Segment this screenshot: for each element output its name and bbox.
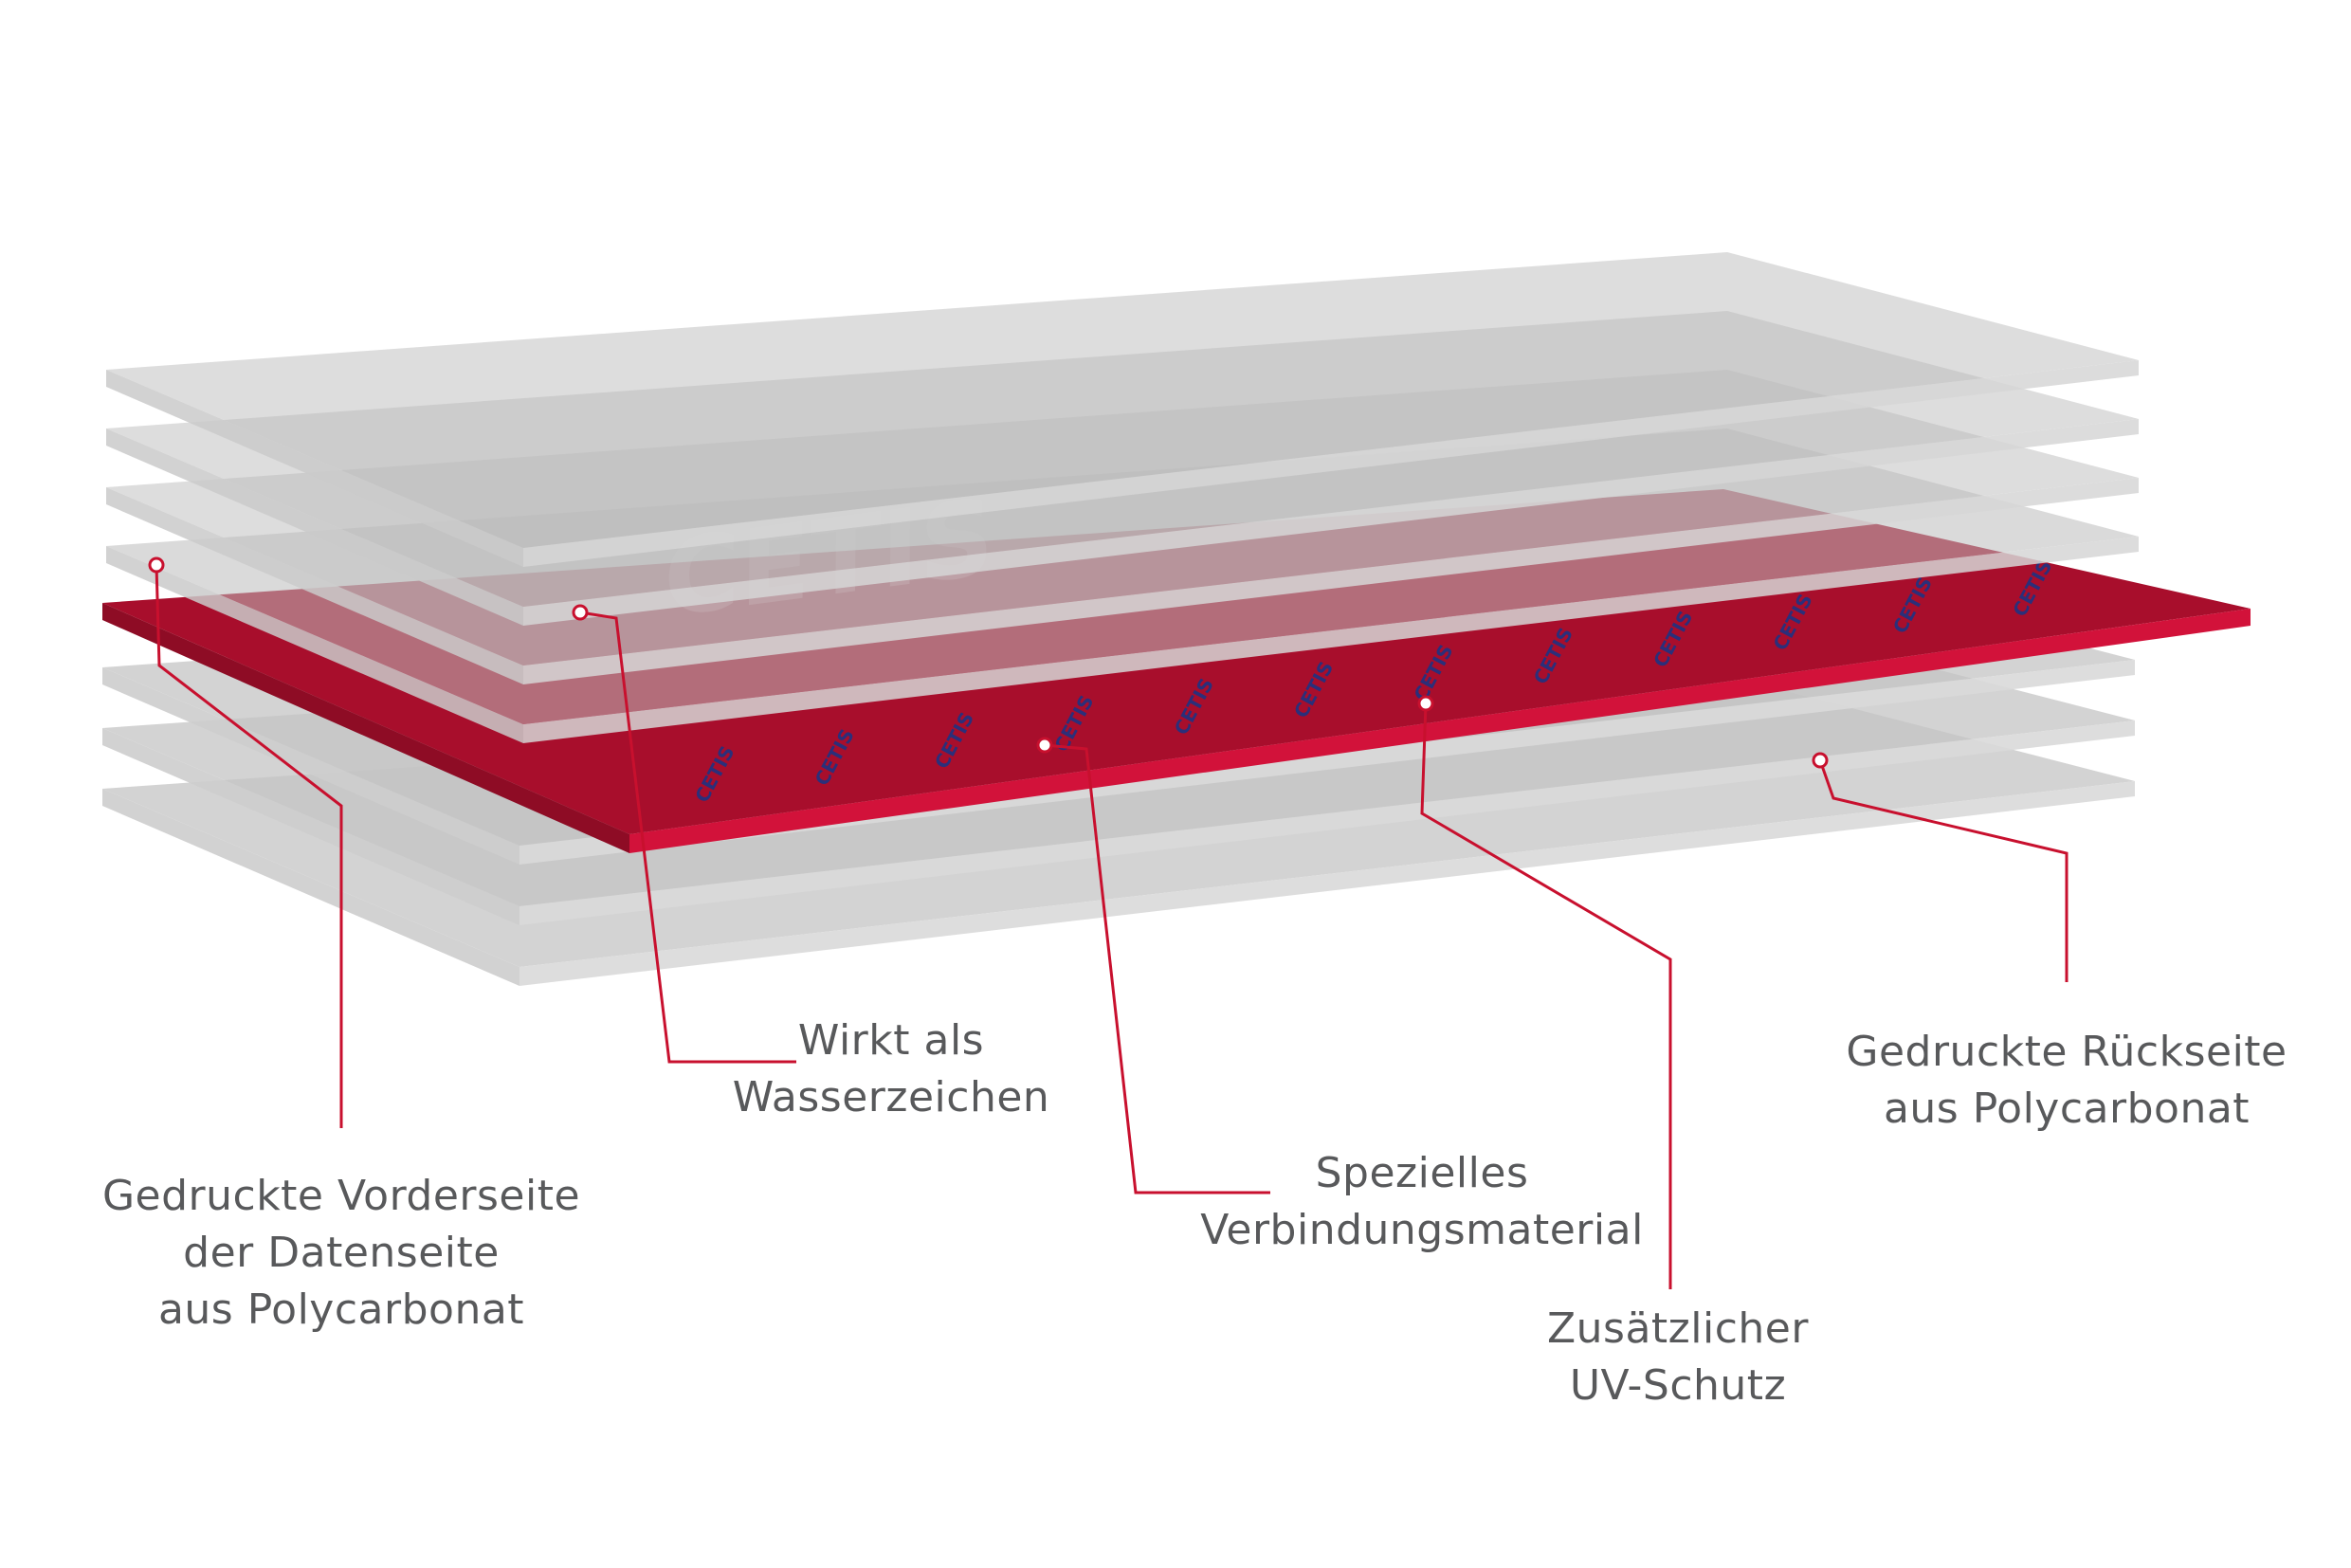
label-back-line-1: Gedruckte Rückseite [1846,1028,2287,1076]
label-bonding-line-1: Spezielles [1315,1149,1529,1197]
leader-lines [148,556,2069,1289]
top-layers: CETIS [106,252,2139,743]
leader-back [1812,752,2069,982]
label-watermark-line-2: Wasserzeichen [732,1073,1050,1121]
label-front-line-3: aus Polycarbonat [157,1285,525,1334]
label-uv-line-1: Zusätzlicher [1547,1304,1809,1353]
label-printed-front: Gedruckte Vorderseite der Datenseite aus… [85,1168,597,1339]
leader-bonding [1036,737,1270,1194]
label-front-line-2: der Datenseite [183,1229,500,1277]
label-front-line-1: Gedruckte Vorderseite [101,1172,581,1220]
label-uv-line-2: UV-Schutz [1569,1361,1787,1410]
leader-front [148,556,343,1128]
label-back-line-2: aus Polycarbonat [1883,1085,2251,1133]
label-bonding-material: Spezielles Verbindungsmaterial [1166,1145,1678,1259]
leader-uv [1417,695,1672,1289]
leader-watermark [572,604,796,1064]
label-watermark-line-1: Wirkt als [797,1016,985,1065]
label-uv-protection: Zusätzlicher UV-Schutz [1517,1301,1839,1414]
label-bonding-line-2: Verbindungsmaterial [1200,1206,1644,1254]
label-watermark: Wirkt als Wasserzeichen [702,1012,1081,1126]
label-printed-back: Gedruckte Rückseite aus Polycarbonat [1839,1024,2294,1138]
top-layer-0 [106,252,2139,567]
